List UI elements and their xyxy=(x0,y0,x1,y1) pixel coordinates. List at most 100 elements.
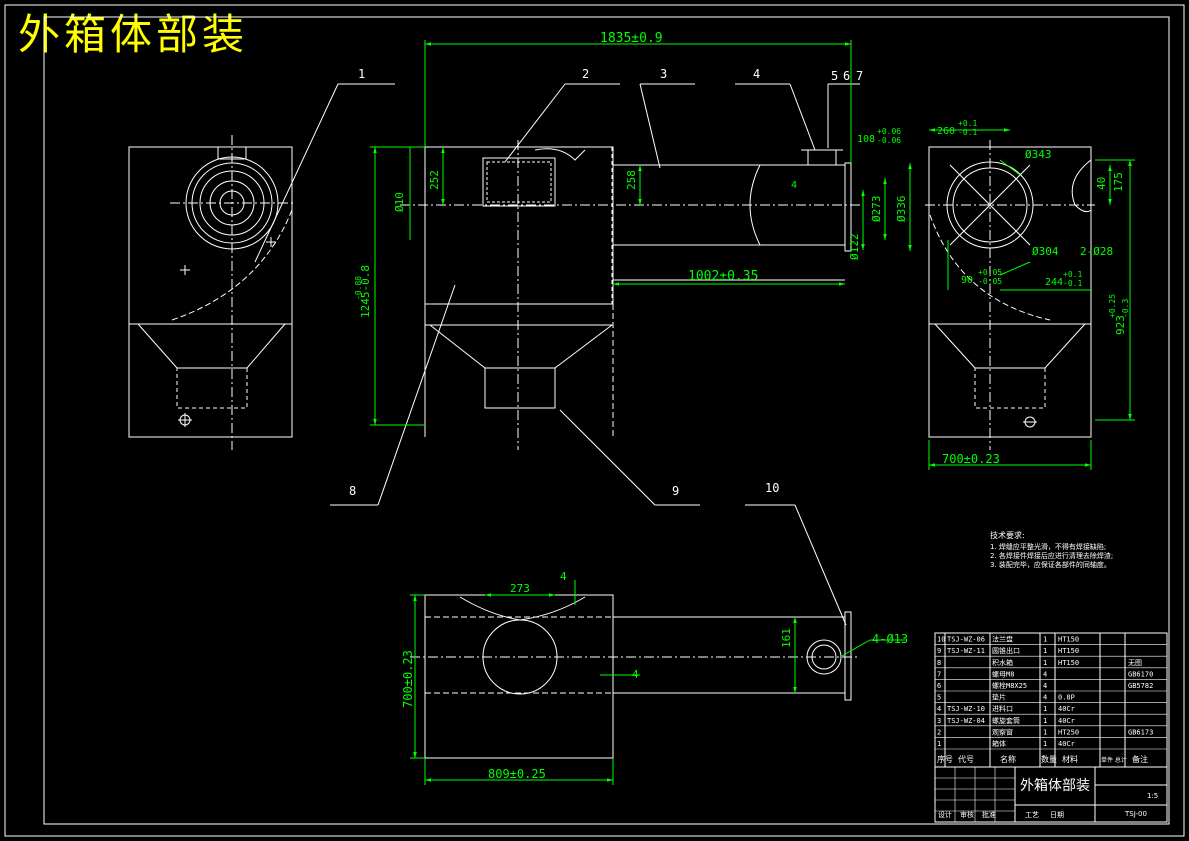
dim-923-tol-up: +0.25 xyxy=(1108,294,1117,318)
title-block-frame xyxy=(934,766,1168,823)
dim-4-pipe: 4 xyxy=(632,668,639,681)
bom-header-code: 代号 xyxy=(958,754,974,764)
bom-cell-note: 无图 xyxy=(1128,659,1142,667)
title-block-drawing-title: 外箱体部装 xyxy=(1020,778,1090,794)
bom-cell-no: 5 xyxy=(937,694,941,702)
balloon-numbers: 1 2 3 4 5 6 7 8 9 10 xyxy=(349,67,863,498)
dim-260: 260 xyxy=(937,126,955,137)
bom-cell-no: 6 xyxy=(937,682,941,690)
dim-260-tol-up: +0.1 xyxy=(958,119,977,128)
dim-2-28: 2-Ø28 xyxy=(1080,245,1113,258)
dim-pipe-length: 1002±0.35 xyxy=(688,269,758,284)
bom-cell-code: TSJ-WZ-11 xyxy=(947,647,985,655)
plan-view xyxy=(410,594,860,759)
dim-40: 40 xyxy=(1095,177,1108,190)
tb-date: 日期 xyxy=(1050,811,1064,819)
bom-cell-name: 圆锥出口 xyxy=(992,646,1020,655)
bom-cell-name: 螺旋套筒 xyxy=(992,716,1020,725)
bom-cell-name: 积水箱 xyxy=(992,658,1013,667)
bom-cell-note: GB6170 xyxy=(1128,670,1153,678)
balloon-4: 4 xyxy=(753,67,760,81)
dim-90: 90 xyxy=(961,275,973,286)
outer-border xyxy=(4,4,1185,837)
left-view xyxy=(128,135,295,450)
dim-175: 175 xyxy=(1112,172,1125,192)
bom-cell-qty: 4 xyxy=(1043,694,1047,702)
balloon-5: 5 xyxy=(831,69,838,83)
bom-cell-material: HT150 xyxy=(1058,659,1079,667)
bom-cell-code: TSJ-WZ-04 xyxy=(947,717,985,725)
bom-cell-name: 观察窗 xyxy=(992,727,1013,736)
bom-cell-material: HT250 xyxy=(1058,728,1079,736)
bom-cell-qty: 1 xyxy=(1043,728,1047,736)
tech-note-3: 3. 装配完毕，应保证各部件的同轴度。 xyxy=(990,560,1111,569)
balloon-7: 7 xyxy=(856,69,863,83)
bom-cell-material: HT150 xyxy=(1058,647,1079,655)
dim-4-plan: 4 xyxy=(560,570,567,583)
bom-cell-no: 7 xyxy=(937,670,941,678)
dim-161: 161 xyxy=(780,628,793,648)
dim-343: Ø343 xyxy=(1025,148,1052,161)
inner-border xyxy=(43,16,1170,825)
dim-overall-length: 1835±0.9 xyxy=(600,31,663,46)
dim-90-tol-up: +0.05 xyxy=(978,268,1002,277)
balloon-2: 2 xyxy=(582,67,589,81)
dim-260-tol-dn: -0.1 xyxy=(958,128,977,137)
bom-cell-name: 箱体 xyxy=(992,739,1006,748)
dim-258: 258 xyxy=(625,170,638,190)
bom-header-no: 序号 xyxy=(937,754,953,764)
dim-923-tol-dn: -0.3 xyxy=(1121,299,1130,318)
dim-923: 923 xyxy=(1114,315,1127,335)
rotated-dimension-texts: 1245-0.8 -0.88 Ø10 252 258 Ø273 Ø336 Ø12… xyxy=(354,170,1130,708)
dim-height-total-tol: -0.88 xyxy=(354,276,363,300)
dim-width-plan: 809±0.25 xyxy=(488,767,546,781)
bom-cell-name: 垫片 xyxy=(992,693,1006,702)
bom-cell-note: GB6173 xyxy=(1128,728,1153,736)
dim-273-plan: 273 xyxy=(510,582,530,595)
bom-cell-qty: 1 xyxy=(1043,717,1047,725)
dim-244-tol-dn: -0.1 xyxy=(1063,279,1082,288)
tech-notes-heading: 技术要求: xyxy=(990,530,1025,540)
bom-cell-qty: 4 xyxy=(1043,682,1047,690)
bom-cell-no: 8 xyxy=(937,659,941,667)
bom-header-material: 材料 xyxy=(1062,754,1078,764)
bom-cell-name: 螺栓M8X25 xyxy=(992,681,1027,690)
dim-90-tol-dn: -0.05 xyxy=(978,277,1002,286)
bom-cell-material: 40Cr xyxy=(1058,740,1075,748)
dim-width-right: 700±0.23 xyxy=(942,452,1000,466)
bom-cell-qty: 4 xyxy=(1043,670,1047,678)
bom-header-note: 备注 xyxy=(1132,754,1148,764)
dim-252: 252 xyxy=(428,170,441,190)
tech-note-1: 1. 焊缝应平整光滑，不得有焊接缺陷; xyxy=(990,542,1106,551)
bom-cell-qty: 1 xyxy=(1043,636,1047,644)
drawing-title: 外箱体部装 xyxy=(18,10,249,59)
tb-scale: 1:5 xyxy=(1147,792,1158,800)
tech-note-2: 2. 各焊接件焊接后应进行清理去除焊渣; xyxy=(990,551,1113,560)
bom-header-name: 名称 xyxy=(1000,754,1016,764)
bom-cell-no: 4 xyxy=(937,705,941,713)
bom-header-weight: 单件 总计 xyxy=(1101,756,1127,764)
dimension-texts: 1835±0.9 1002±0.35 700±0.23 809±0.25 273… xyxy=(488,31,1113,781)
balloon-10: 10 xyxy=(765,481,779,495)
balloon-8: 8 xyxy=(349,484,356,498)
title-block-rows xyxy=(935,767,1015,822)
tb-drawing-no: TSJ-00 xyxy=(1124,810,1147,818)
bom-cell-name: 螺母M8 xyxy=(992,669,1014,678)
dim-108-tol-up: +0.06 xyxy=(877,127,901,136)
bom-cell-material: 40Cr xyxy=(1058,705,1075,713)
bom-cell-name: 进料口 xyxy=(992,704,1013,713)
tb-designer: 设计 xyxy=(938,810,952,819)
dimension-lines xyxy=(370,40,1135,785)
dim-108: 108 xyxy=(857,134,875,145)
bom-cell-no: 1 xyxy=(937,740,941,748)
tb-checker: 审核 xyxy=(960,810,974,819)
bom-header: 序号 代号 名称 数量 材料 单件 总计 备注 xyxy=(937,754,1148,764)
dim-holes: 4-Ø13 xyxy=(872,632,908,646)
bom-cell-no: 2 xyxy=(937,728,941,736)
tb-process: 工艺 xyxy=(1025,811,1039,819)
dim-4-front: 4 xyxy=(791,180,797,191)
bom-cell-qty: 1 xyxy=(1043,647,1047,655)
bom-cell-material: HT150 xyxy=(1058,636,1079,644)
bom-cell-no: 3 xyxy=(937,717,941,725)
